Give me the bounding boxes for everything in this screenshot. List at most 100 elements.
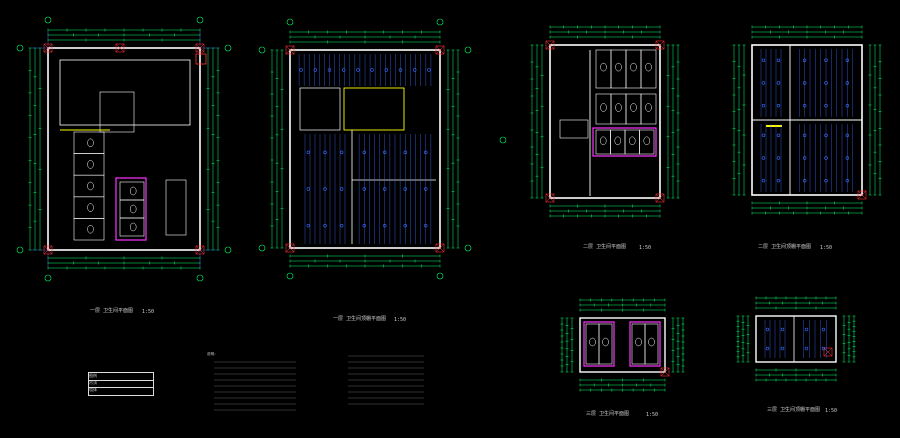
ceiling-light (776, 58, 781, 63)
toilet-stall (585, 323, 600, 365)
column-hatch-line (115, 43, 125, 53)
column-hatch (435, 45, 445, 55)
markers-layer (16, 16, 507, 411)
grid-bubble (16, 44, 24, 52)
column-hatch-line (195, 43, 205, 53)
toilet-stall (119, 199, 145, 219)
plan-4-title: 二层 卫生间顶棚平面图 (758, 244, 812, 250)
legend-row-1: 吊顶 (89, 380, 153, 388)
ceiling-light (761, 156, 766, 160)
column-hatch-line (655, 193, 665, 203)
grid-bubble (16, 246, 24, 254)
grid-bubble (436, 18, 444, 26)
ceiling-light (765, 346, 770, 351)
toilet-stall (610, 93, 627, 125)
toilet-stall (610, 49, 627, 89)
grid-bubble (224, 246, 232, 254)
column-hatch-line (435, 243, 445, 253)
plan-1-scale: 1:50 (142, 309, 155, 315)
toilet-bowl (615, 103, 622, 112)
ceiling-light (299, 68, 303, 72)
toilet-bowl (630, 103, 637, 112)
ceiling-light (804, 327, 809, 332)
ceiling-light (780, 346, 785, 351)
ceiling-light (339, 187, 344, 191)
grid-bubble (436, 272, 444, 280)
ceiling-light (765, 327, 770, 332)
column-hatch-line (660, 367, 670, 377)
grid-bubble (464, 46, 472, 54)
toilet-bowl (615, 62, 622, 72)
ceiling-light (313, 68, 317, 72)
legend-row-2: 墙体 (89, 387, 97, 392)
column-hatch (655, 193, 665, 203)
toilet-stall (610, 129, 626, 155)
column-hatch (195, 43, 205, 53)
toilet-bowl (614, 136, 621, 146)
vanity-counter (165, 179, 187, 236)
toilet-stall (631, 323, 646, 365)
column-hatch (545, 193, 555, 203)
toilet-stall (119, 217, 145, 237)
ceiling-light (384, 68, 388, 72)
outer-wall (289, 49, 441, 249)
room-outline-accent (343, 87, 405, 131)
toilet-bowl (643, 136, 650, 146)
outer-wall (755, 315, 837, 363)
ceiling-light (427, 68, 431, 72)
column-hatch-line (545, 40, 555, 50)
toilet-stall (73, 153, 105, 176)
plan-4-scale: 1:50 (820, 245, 833, 251)
grid-bubble (44, 274, 52, 282)
toilet-stall (73, 174, 105, 198)
toilet-bowl (600, 103, 607, 112)
urinal-zone (115, 177, 147, 241)
plan-3-scale: 1:50 (639, 245, 652, 251)
toilet-bowl (87, 138, 94, 148)
toilet-bowl (602, 337, 609, 347)
grid-bubble (258, 46, 266, 54)
column-hatch (823, 347, 833, 357)
fixtures-layer (60, 49, 782, 367)
plan-2-title: 一层 卫生间顶棚平面图 (333, 316, 387, 322)
grid-bubble (258, 244, 266, 252)
fixture-zone (583, 321, 615, 367)
column-hatch (285, 243, 295, 253)
plan-6-title: 三层 卫生间顶棚平面图 (767, 407, 821, 413)
column-hatch (285, 45, 295, 55)
toilet-stall (595, 49, 612, 89)
ceiling-light (761, 58, 766, 63)
ceiling-light (776, 133, 781, 138)
toilet-stall (598, 323, 613, 365)
toilet-bowl (648, 337, 655, 347)
plan-6-scale: 1:50 (825, 408, 838, 414)
column-hatch-line (435, 45, 445, 55)
ceiling-light (413, 68, 417, 72)
toilet-stall (640, 49, 657, 89)
toilet-stall (595, 129, 611, 155)
ceiling-light (761, 103, 766, 108)
ceiling-light (339, 150, 344, 155)
toilet-bowl (589, 337, 596, 347)
grid-bubble (196, 16, 204, 24)
ceiling-light (306, 150, 311, 155)
toilet-bowl (645, 103, 652, 112)
plan-3-title: 二层 卫生间平面图 (583, 244, 627, 250)
ceiling-light (761, 178, 766, 183)
shaft-hatch (195, 53, 207, 65)
outer-wall (47, 47, 201, 251)
room-outline (299, 87, 341, 131)
plan-5-scale: 1:50 (646, 412, 659, 418)
toilet-stall (624, 129, 640, 155)
column-hatch-line (545, 193, 555, 203)
toilet-bowl (645, 62, 652, 72)
legend-table: 图例 吊顶 墙体 (88, 372, 154, 396)
toilet-bowl (87, 181, 94, 191)
toilet-stall (644, 323, 659, 365)
ceiling-light (306, 223, 311, 228)
outer-wall (579, 317, 666, 373)
column-hatch (195, 245, 205, 255)
toilet-bowl (129, 204, 137, 214)
toilet-bowl (129, 186, 137, 196)
toilet-bowl (600, 62, 607, 72)
